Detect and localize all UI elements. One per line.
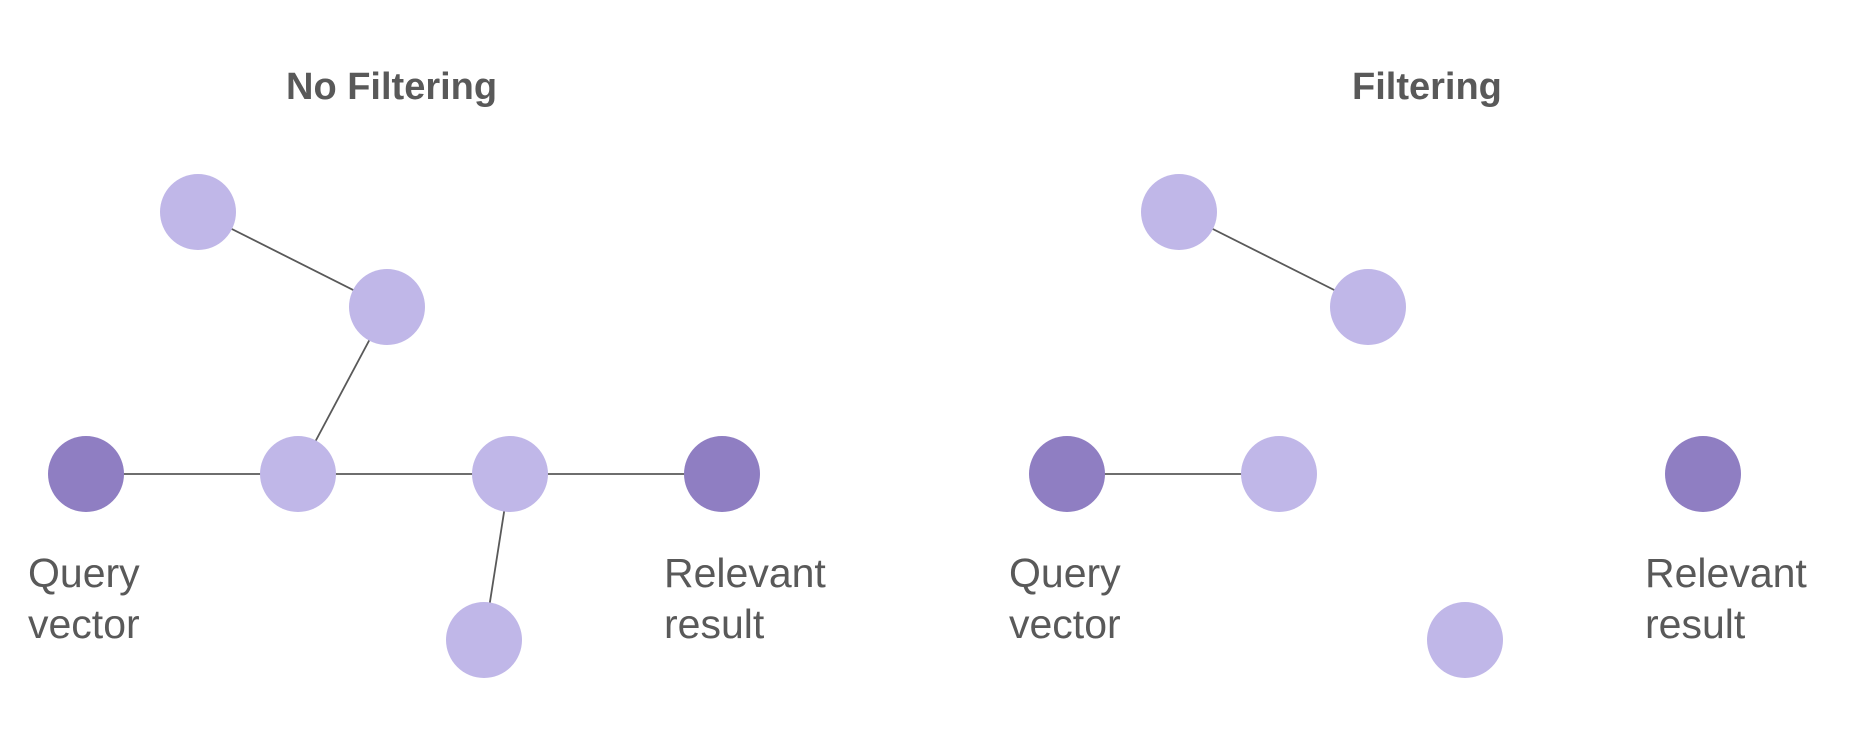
candidate-node	[1141, 174, 1217, 250]
relevant-result-label: Relevant result	[664, 548, 826, 650]
label-line: Query	[28, 550, 140, 596]
relevant-result-node	[1665, 436, 1741, 512]
panel-title-no-filtering: No Filtering	[286, 66, 498, 108]
panel-title-filtering: Filtering	[1352, 66, 1502, 108]
relevant-result-node	[684, 436, 760, 512]
left-panel-nodes	[48, 174, 760, 678]
label-line: Query	[1009, 550, 1121, 596]
candidate-node	[446, 602, 522, 678]
label-line: Relevant	[664, 550, 826, 596]
relevant-result-label: Relevant result	[1645, 548, 1807, 650]
label-line: result	[664, 601, 765, 647]
query-vector-label: Query vector	[1009, 548, 1121, 650]
candidate-node	[1427, 602, 1503, 678]
label-line: Relevant	[1645, 550, 1807, 596]
candidate-node	[349, 269, 425, 345]
right-panel-edges	[1067, 211, 1369, 475]
query-vector-label: Query vector	[28, 548, 140, 650]
candidate-node	[260, 436, 336, 512]
candidate-node	[160, 174, 236, 250]
candidate-node	[1330, 269, 1406, 345]
candidate-node	[1241, 436, 1317, 512]
label-line: vector	[1009, 601, 1121, 647]
right-panel-nodes	[1029, 174, 1741, 678]
candidate-node	[472, 436, 548, 512]
query-vector-node	[1029, 436, 1105, 512]
label-line: result	[1645, 601, 1746, 647]
label-line: vector	[28, 601, 140, 647]
query-vector-node	[48, 436, 124, 512]
